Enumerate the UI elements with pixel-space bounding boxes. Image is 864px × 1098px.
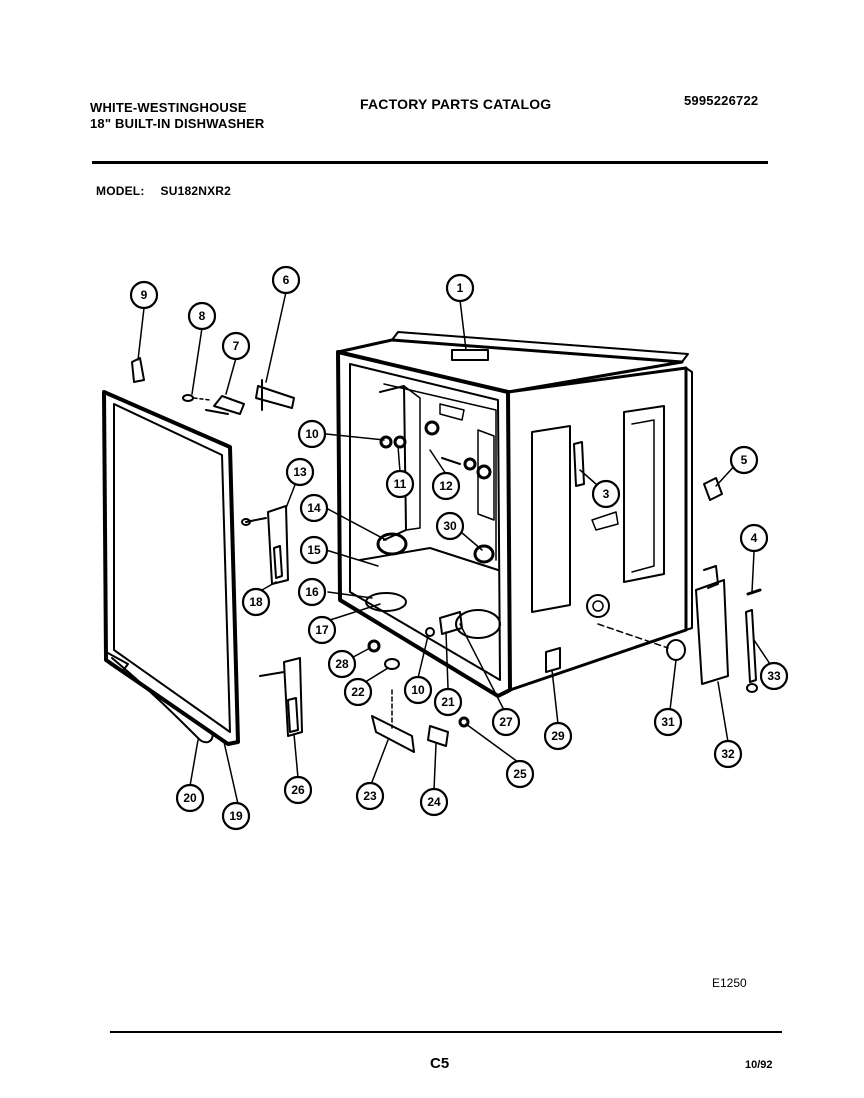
lower-parts xyxy=(367,611,470,753)
svg-text:29: 29 xyxy=(551,729,565,743)
callout-20: 20 xyxy=(175,783,205,813)
callout-18: 18 xyxy=(241,587,271,617)
svg-text:16: 16 xyxy=(305,585,319,599)
svg-text:24: 24 xyxy=(427,795,441,809)
svg-text:25: 25 xyxy=(513,767,527,781)
callout-3: 3 xyxy=(591,479,621,509)
svg-text:18: 18 xyxy=(249,595,263,609)
svg-text:4: 4 xyxy=(751,531,758,545)
svg-text:17: 17 xyxy=(315,623,329,637)
callout-31: 31 xyxy=(653,707,683,737)
brand-line-1: WHITE-WESTINGHOUSE xyxy=(90,100,247,115)
svg-text:13: 13 xyxy=(293,465,307,479)
svg-text:5: 5 xyxy=(741,453,748,467)
callout-26: 26 xyxy=(283,775,313,805)
callout-22: 22 xyxy=(343,677,373,707)
figure-code: E1250 xyxy=(712,976,747,990)
svg-text:26: 26 xyxy=(291,783,305,797)
header-rule xyxy=(92,161,768,164)
svg-text:32: 32 xyxy=(721,747,735,761)
svg-text:1: 1 xyxy=(457,281,464,295)
svg-text:33: 33 xyxy=(767,669,781,683)
callouts: 1 3 4 5 6 7 8 9 10 10 11 12 13 14 15 16 … xyxy=(129,265,789,831)
hinge-parts xyxy=(131,357,295,415)
svg-text:15: 15 xyxy=(307,543,321,557)
model-label: MODEL: xyxy=(96,184,145,198)
page-number: C5 xyxy=(430,1055,450,1072)
svg-text:19: 19 xyxy=(229,809,243,823)
svg-text:7: 7 xyxy=(233,339,240,353)
brand-line-2: 18" BUILT-IN DISHWASHER xyxy=(90,116,265,131)
callout-7: 7 xyxy=(221,331,251,361)
callout-10-lower: 10 xyxy=(403,675,433,705)
door-panel xyxy=(102,390,240,746)
callout-8: 8 xyxy=(187,301,217,331)
svg-text:30: 30 xyxy=(443,519,457,533)
callout-24: 24 xyxy=(419,787,449,817)
latch-parts xyxy=(241,505,303,737)
callout-4: 4 xyxy=(739,523,769,553)
svg-text:21: 21 xyxy=(441,695,455,709)
svg-text:23: 23 xyxy=(363,789,377,803)
svg-text:3: 3 xyxy=(603,487,610,501)
footer-rule xyxy=(110,1031,782,1033)
callout-12: 12 xyxy=(431,471,461,501)
svg-text:22: 22 xyxy=(351,685,365,699)
leader-lines xyxy=(137,291,771,805)
svg-text:14: 14 xyxy=(307,501,321,515)
svg-text:20: 20 xyxy=(183,791,197,805)
callout-19: 19 xyxy=(221,801,251,831)
callout-6: 6 xyxy=(271,265,301,295)
svg-text:9: 9 xyxy=(141,288,148,302)
callout-30: 30 xyxy=(435,511,465,541)
model-value: SU182NXR2 xyxy=(160,184,232,198)
svg-text:28: 28 xyxy=(335,657,349,671)
svg-text:27: 27 xyxy=(499,715,513,729)
callout-21: 21 xyxy=(433,687,463,717)
callout-13: 13 xyxy=(285,457,315,487)
svg-text:8: 8 xyxy=(199,309,206,323)
callout-28: 28 xyxy=(327,649,357,679)
right-parts xyxy=(573,441,762,693)
callout-23: 23 xyxy=(355,781,385,811)
brand-title: WHITE-WESTINGHOUSE 18" BUILT-IN DISHWASH… xyxy=(90,100,264,132)
svg-text:6: 6 xyxy=(283,273,290,287)
svg-text:31: 31 xyxy=(661,715,675,729)
callout-16: 16 xyxy=(297,577,327,607)
callout-33: 33 xyxy=(759,661,789,691)
callout-29: 29 xyxy=(543,721,573,751)
door-bottom-strip xyxy=(111,657,214,744)
svg-text:10: 10 xyxy=(305,427,319,441)
callout-5: 5 xyxy=(729,445,759,475)
revision-date: 10/92 xyxy=(745,1059,773,1071)
callout-25: 25 xyxy=(505,759,535,789)
callout-11: 11 xyxy=(385,469,415,499)
svg-text:10: 10 xyxy=(411,683,425,697)
catalog-title: FACTORY PARTS CATALOG xyxy=(360,96,552,112)
callout-32: 32 xyxy=(713,739,743,769)
callout-27: 27 xyxy=(491,707,521,737)
callout-10-upper: 10 xyxy=(297,419,327,449)
callout-15: 15 xyxy=(299,535,329,565)
callout-9: 9 xyxy=(129,280,159,310)
callout-1: 1 xyxy=(445,273,475,303)
callout-14: 14 xyxy=(299,493,329,523)
catalog-number: 5995226722 xyxy=(684,93,759,108)
svg-text:12: 12 xyxy=(439,479,453,493)
svg-text:11: 11 xyxy=(394,477,407,491)
model-line: MODEL: SU182NXR2 xyxy=(96,184,231,198)
tub-assembly xyxy=(336,331,693,698)
callout-17: 17 xyxy=(307,615,337,645)
